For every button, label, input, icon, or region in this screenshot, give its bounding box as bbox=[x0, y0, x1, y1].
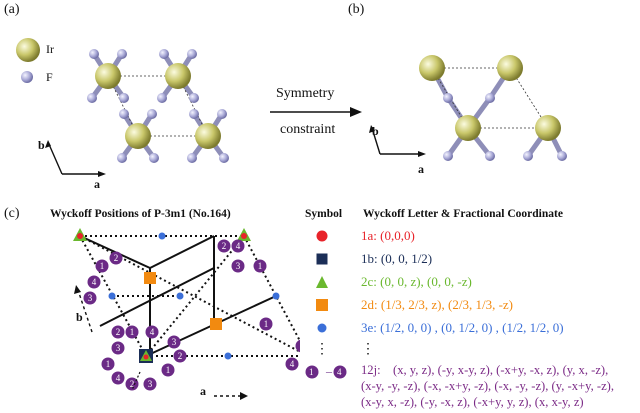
svg-text:1: 1 bbox=[100, 261, 105, 271]
arrow-icon bbox=[268, 104, 364, 120]
symbol-header: Symbol bbox=[305, 208, 342, 220]
blue-dot-icon bbox=[305, 321, 339, 335]
red-dot-icon bbox=[305, 229, 339, 243]
f-atom-icon bbox=[20, 70, 34, 84]
row-2d-text: 2d: (1/3, 2/3, z), (2/3, 1/3, -z) bbox=[361, 297, 513, 313]
svg-text:2: 2 bbox=[114, 253, 119, 263]
panel-label-a: (a) bbox=[4, 2, 20, 18]
axis-a-label-c: a bbox=[200, 384, 206, 399]
svg-text:2: 2 bbox=[178, 351, 183, 361]
row-12j-line-3: (x-y, x, -z), (-y, -x, z), (-x+y, y, z),… bbox=[361, 393, 584, 413]
ellipsis-symbol: ⋮ bbox=[305, 341, 339, 358]
legend-ir bbox=[14, 36, 42, 69]
svg-text:2: 2 bbox=[116, 327, 121, 337]
row-1a-text: 1a: (0,0,0) bbox=[361, 228, 415, 244]
row-12j-symbol: 1 – 4 bbox=[305, 364, 353, 379]
axis-b-label-c: b bbox=[76, 310, 83, 325]
panel-label-c: (c) bbox=[4, 206, 20, 222]
axis-a-label-b: a bbox=[418, 162, 424, 177]
svg-text:4: 4 bbox=[116, 373, 121, 383]
row-3e-text: 3e: (1/2, 0, 0) , (0, 1/2, 0) , (1/2, 1/… bbox=[361, 320, 564, 336]
row-2c: 2c: (0, 0, z), (0, 0, -z) bbox=[305, 273, 472, 291]
row-ellipsis: ⋮ ⋮ bbox=[305, 340, 375, 358]
axis-b-label-a: b bbox=[38, 138, 45, 153]
svg-text:1: 1 bbox=[130, 327, 135, 337]
row-3e: 3e: (1/2, 0, 0) , (0, 1/2, 0) , (1/2, 1/… bbox=[305, 319, 564, 337]
legend-f-label: F bbox=[46, 70, 53, 85]
svg-text:1: 1 bbox=[264, 319, 269, 329]
row-2d: 2d: (1/3, 2/3, z), (2/3, 1/3, -z) bbox=[305, 296, 513, 314]
arrow-bottom-text: constraint bbox=[280, 122, 335, 138]
navy-square-icon bbox=[305, 252, 339, 266]
svg-text:3: 3 bbox=[116, 343, 121, 353]
axis-b-arrow-c bbox=[68, 282, 104, 336]
svg-text:4: 4 bbox=[150, 327, 155, 337]
axes-a bbox=[36, 130, 116, 190]
svg-text:2: 2 bbox=[222, 241, 227, 251]
svg-text:1: 1 bbox=[106, 359, 111, 369]
coord-header: Wyckoff Letter & Fractional Coordinate bbox=[363, 208, 563, 220]
panel-label-b: (b) bbox=[348, 2, 364, 18]
row-1b-text: 1b: (0, 0, 1/2) bbox=[361, 251, 432, 267]
svg-text:4: 4 bbox=[236, 241, 241, 251]
axis-b-label-b: b bbox=[372, 124, 379, 139]
axis-a-arrow-c bbox=[212, 388, 252, 404]
row-1a: 1a: (0,0,0) bbox=[305, 227, 415, 245]
green-triangle-icon bbox=[305, 275, 339, 289]
svg-text:3: 3 bbox=[172, 337, 177, 347]
legend-ir-label: Ir bbox=[46, 42, 54, 57]
ellipsis-text: ⋮ bbox=[361, 341, 375, 358]
svg-text:1: 1 bbox=[258, 261, 263, 271]
svg-text:3: 3 bbox=[236, 261, 241, 271]
ir-atom-icon bbox=[14, 36, 42, 64]
axis-a-label-a: a bbox=[94, 177, 100, 192]
arrow-top-text: Symmetry bbox=[276, 86, 334, 102]
row-1b: 1b: (0, 0, 1/2) bbox=[305, 250, 432, 268]
orange-square-icon bbox=[305, 298, 339, 312]
legend-f bbox=[20, 70, 34, 89]
svg-text:1: 1 bbox=[166, 365, 171, 375]
svg-text:4: 4 bbox=[290, 359, 295, 369]
wyckoff-title: Wyckoff Positions of P-3m1 (No.164) bbox=[50, 208, 231, 220]
svg-text:3: 3 bbox=[148, 379, 153, 389]
row-2c-text: 2c: (0, 0, z), (0, 0, -z) bbox=[361, 274, 472, 290]
